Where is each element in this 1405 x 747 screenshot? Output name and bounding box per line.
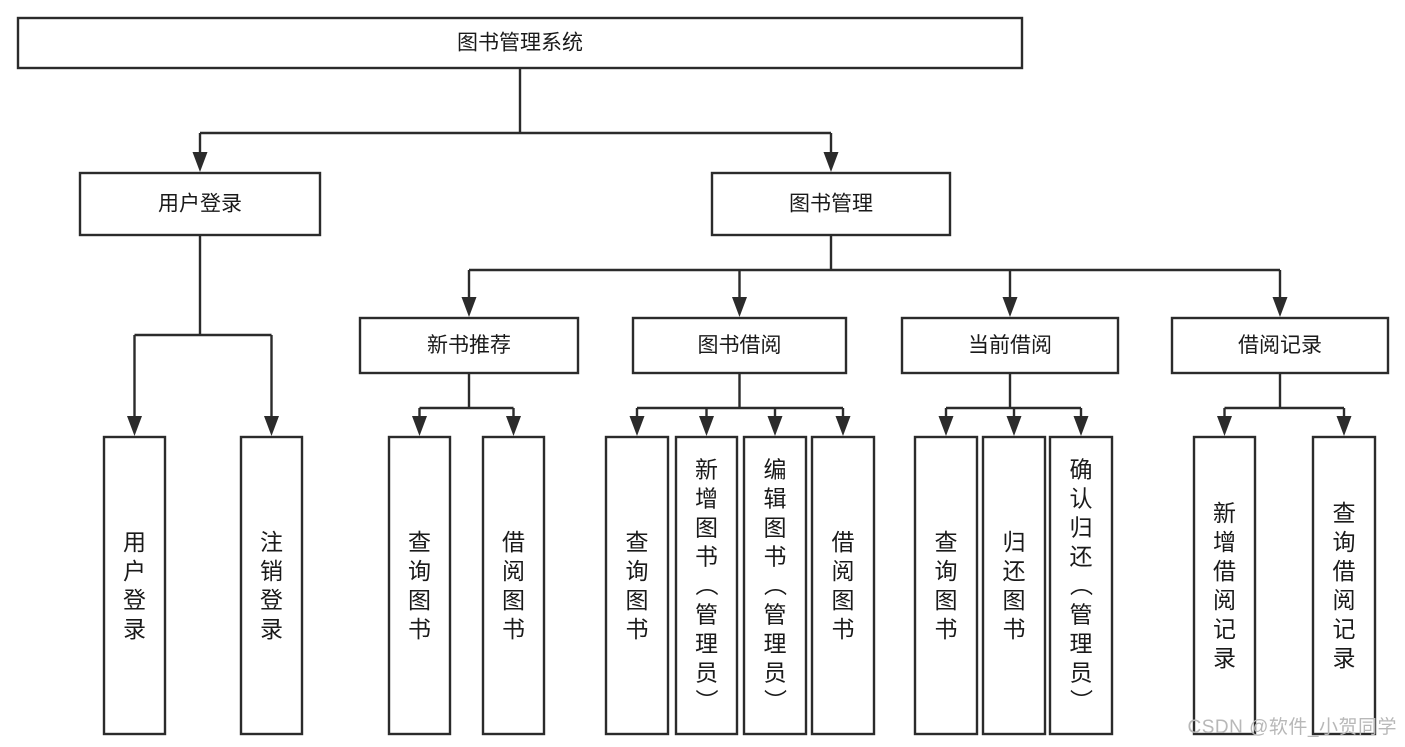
node-label-leaf-rec-query: 查询图书 [408, 529, 431, 642]
node-leaf-add-book[interactable]: 新增图书（管理员） [674, 435, 739, 736]
node-leaf-edit-book[interactable]: 编辑图书（管理员） [742, 435, 808, 736]
node-leaf-borrow-query[interactable]: 查询图书 [604, 435, 670, 736]
node-book-borrow[interactable]: 图书借阅 [631, 316, 848, 375]
node-label-leaf-user-login: 用户登录 [123, 529, 146, 642]
connector-layer [127, 68, 1352, 436]
node-box-book-borrow[interactable] [631, 316, 848, 375]
node-label-leaf-borrow-query: 查询图书 [626, 529, 649, 642]
node-label-new-book-rec: 新书推荐 [427, 334, 511, 357]
node-label-leaf-add-book: 新增图书（管理员） [695, 457, 719, 715]
node-box-leaf-rec-query[interactable] [387, 435, 452, 736]
arrow-head-icon [823, 152, 839, 172]
node-box-current-borrow[interactable] [900, 316, 1120, 375]
node-root[interactable]: 图书管理系统 [16, 16, 1024, 70]
node-box-leaf-cur-query[interactable] [913, 435, 979, 736]
node-leaf-rec-query[interactable]: 查询图书 [387, 435, 452, 736]
arrow-head-icon [767, 416, 783, 436]
arrow-head-icon [1006, 416, 1022, 436]
node-label-root: 图书管理系统 [457, 32, 583, 55]
node-label-leaf-rec-borrow: 借阅图书 [502, 529, 525, 642]
node-leaf-return-book[interactable]: 归还图书 [981, 435, 1047, 736]
node-new-book-rec[interactable]: 新书推荐 [358, 316, 580, 375]
node-leaf-rec-borrow[interactable]: 借阅图书 [481, 435, 546, 736]
connector-group-root [192, 68, 839, 172]
arrow-head-icon [1002, 297, 1018, 317]
node-box-leaf-query-record[interactable] [1311, 435, 1377, 736]
connector-group-user_login [127, 235, 279, 436]
node-label-leaf-add-record: 新增借阅记录 [1213, 500, 1236, 671]
connector-group-current_borrow [938, 373, 1089, 436]
node-label-leaf-edit-book: 编辑图书（管理员） [764, 457, 788, 715]
node-leaf-logout[interactable]: 注销登录 [239, 435, 304, 736]
arrow-head-icon [412, 416, 427, 436]
arrow-head-icon [127, 416, 142, 436]
node-current-borrow[interactable]: 当前借阅 [900, 316, 1120, 375]
connector-group-book_manage [461, 235, 1288, 317]
node-label-leaf-query-record: 查询借阅记录 [1333, 500, 1356, 671]
arrow-head-icon [732, 297, 747, 317]
connector-group-borrow_record [1217, 373, 1352, 436]
node-box-borrow-record[interactable] [1170, 316, 1390, 375]
node-leaf-user-login[interactable]: 用户登录 [102, 435, 167, 736]
node-user-login[interactable]: 用户登录 [78, 171, 322, 237]
node-box-leaf-borrow-book[interactable] [810, 435, 876, 736]
node-book-manage[interactable]: 图书管理 [710, 171, 952, 237]
node-label-leaf-borrow-book: 借阅图书 [832, 529, 855, 642]
arrow-head-icon [1073, 416, 1089, 436]
node-box-leaf-add-record[interactable] [1192, 435, 1257, 736]
node-box-book-manage[interactable] [710, 171, 952, 237]
arrow-head-icon [1336, 416, 1352, 436]
connector-group-book_borrow [629, 373, 851, 436]
node-label-current-borrow: 当前借阅 [968, 334, 1052, 357]
arrow-head-icon [938, 416, 954, 436]
node-label-leaf-return-book: 归还图书 [1003, 529, 1026, 642]
arrow-head-icon [629, 416, 645, 436]
node-leaf-add-record[interactable]: 新增借阅记录 [1192, 435, 1257, 736]
node-borrow-record[interactable]: 借阅记录 [1170, 316, 1390, 375]
node-label-borrow-record: 借阅记录 [1238, 334, 1322, 357]
arrow-head-icon [1272, 297, 1288, 317]
node-leaf-borrow-book[interactable]: 借阅图书 [810, 435, 876, 736]
node-layer: 图书管理系统用户登录图书管理新书推荐图书借阅当前借阅借阅记录用户登录注销登录查询… [16, 16, 1390, 736]
node-box-leaf-return-book[interactable] [981, 435, 1047, 736]
arrow-head-icon [835, 416, 851, 436]
arrow-head-icon [264, 416, 279, 436]
node-box-leaf-add-book[interactable] [674, 435, 739, 736]
arrow-head-icon [1217, 416, 1232, 436]
arrow-head-icon [699, 416, 714, 436]
node-box-new-book-rec[interactable] [358, 316, 580, 375]
node-label-book-borrow: 图书借阅 [698, 334, 782, 357]
arrow-head-icon [506, 416, 521, 436]
node-box-leaf-confirm-return[interactable] [1048, 435, 1114, 736]
node-box-root[interactable] [16, 16, 1024, 70]
node-box-leaf-edit-book[interactable] [742, 435, 808, 736]
node-box-leaf-logout[interactable] [239, 435, 304, 736]
node-leaf-query-record[interactable]: 查询借阅记录 [1311, 435, 1377, 736]
node-label-book-manage: 图书管理 [789, 193, 873, 216]
node-leaf-cur-query[interactable]: 查询图书 [913, 435, 979, 736]
node-label-user-login: 用户登录 [158, 193, 242, 216]
node-label-leaf-cur-query: 查询图书 [935, 529, 958, 642]
node-leaf-confirm-return[interactable]: 确认归还（管理员） [1048, 435, 1114, 736]
node-box-leaf-borrow-query[interactable] [604, 435, 670, 736]
arrow-head-icon [461, 297, 477, 317]
node-label-leaf-confirm-return: 确认归还（管理员） [1070, 457, 1094, 715]
node-box-user-login[interactable] [78, 171, 322, 237]
node-label-leaf-logout: 注销登录 [260, 529, 283, 642]
node-box-leaf-rec-borrow[interactable] [481, 435, 546, 736]
arrow-head-icon [192, 152, 208, 172]
connector-group-new_book_rec [412, 373, 521, 436]
node-box-leaf-user-login[interactable] [102, 435, 167, 736]
